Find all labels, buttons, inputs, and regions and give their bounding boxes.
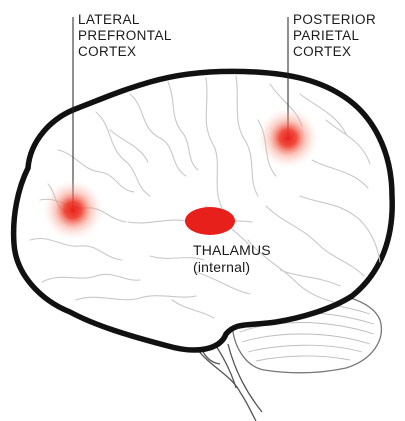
label-line: THALAMUS (193, 242, 271, 259)
label-line: PREFRONTAL (78, 28, 172, 44)
lateral-prefrontal-cortex-label: LATERAL PREFRONTAL CORTEX (78, 12, 172, 60)
thalamus-label: THALAMUS (internal) (193, 242, 271, 276)
label-line: LATERAL (78, 12, 172, 28)
posterior-parietal-highlight (258, 108, 318, 168)
lateral-prefrontal-highlight (43, 180, 103, 240)
label-line: (internal) (193, 259, 271, 276)
thalamus-highlight (185, 207, 235, 235)
label-line: PARIETAL (293, 28, 376, 44)
label-line: CORTEX (293, 44, 376, 60)
label-line: CORTEX (78, 44, 172, 60)
posterior-parietal-cortex-label: POSTERIOR PARIETAL CORTEX (293, 12, 376, 60)
label-line: POSTERIOR (293, 12, 376, 28)
